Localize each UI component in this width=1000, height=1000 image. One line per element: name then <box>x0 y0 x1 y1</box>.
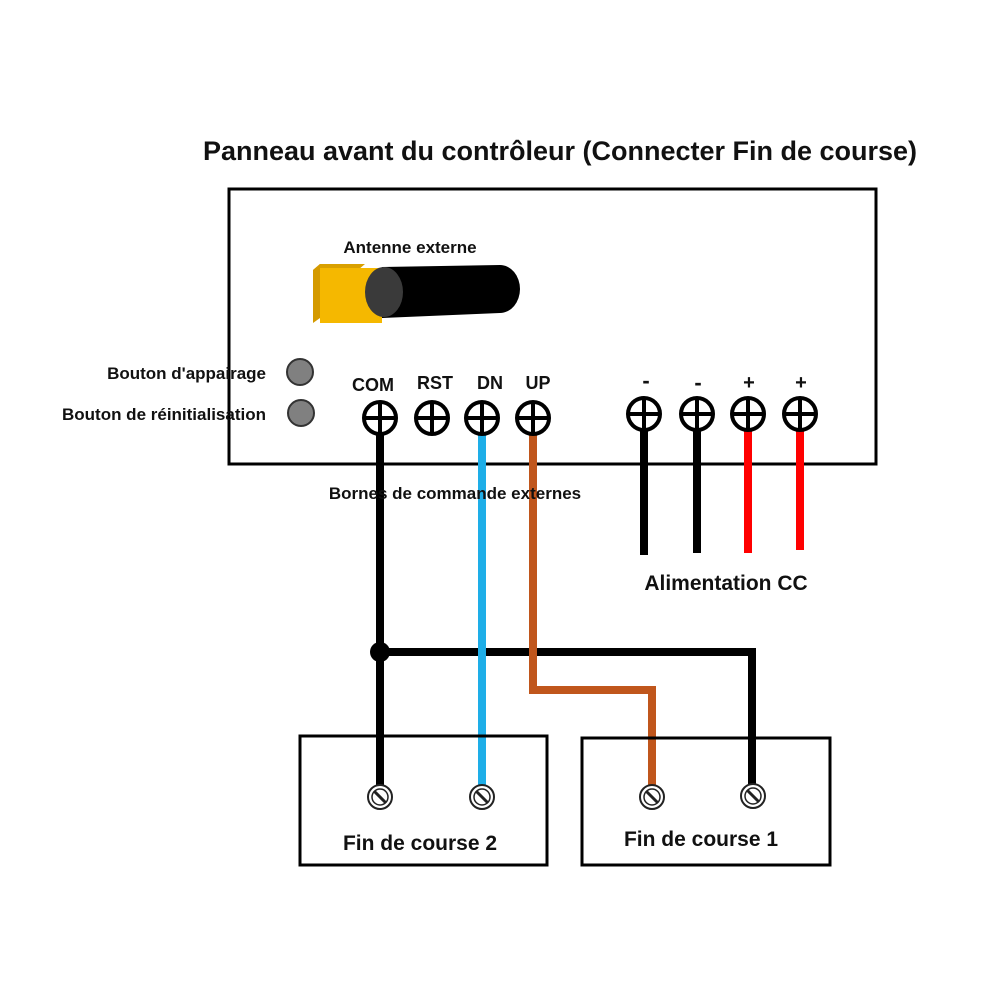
controller-panel <box>227 187 878 466</box>
power-supply-label: Alimentation CC <box>644 572 807 595</box>
terminal-rst-icon[interactable] <box>414 400 450 436</box>
antenna-icon <box>313 264 520 323</box>
diagram-title: Panneau avant du contrôleur (Connecter F… <box>203 136 917 166</box>
pairing-button-label: Bouton d'appairage <box>107 364 266 383</box>
wire-junction <box>370 642 390 662</box>
power-terminal-neg-1-icon[interactable] <box>626 396 662 432</box>
antenna-cap <box>365 267 403 317</box>
limit-switch-1-label: Fin de course 1 <box>624 828 778 851</box>
limit-switch-2-label: Fin de course 2 <box>343 832 497 855</box>
power-label-pos-2: + <box>795 372 807 394</box>
screw-terminal-icon[interactable] <box>740 783 766 809</box>
terminal-label-up: UP <box>525 373 550 393</box>
power-terminal-pos-1-icon[interactable] <box>730 396 766 432</box>
power-label-neg-1: - <box>642 368 649 393</box>
terminal-label-rst: RST <box>417 373 453 393</box>
screw-terminal-icon[interactable] <box>639 784 665 810</box>
antenna-label: Antenne externe <box>343 238 476 257</box>
power-terminal-pos-2-icon[interactable] <box>782 396 818 432</box>
reset-button-label: Bouton de réinitialisation <box>62 405 266 424</box>
terminal-up-icon[interactable] <box>515 400 551 436</box>
pairing-button[interactable] <box>286 358 314 386</box>
power-terminal-neg-2-icon[interactable] <box>679 396 715 432</box>
power-label-pos-1: + <box>743 372 755 394</box>
reset-button[interactable] <box>287 399 315 427</box>
wires <box>370 428 804 790</box>
wire-com-branch <box>380 648 756 788</box>
control-terminals-label: Bornes de commande externes <box>329 484 581 503</box>
terminal-com-icon[interactable] <box>362 400 398 436</box>
terminal-dn-icon[interactable] <box>464 400 500 436</box>
limit-switch-2-box <box>298 734 549 867</box>
screw-terminal-icon[interactable] <box>367 784 393 810</box>
limit-switch-1: Fin de course 1 <box>580 736 832 867</box>
limit-switch-1-box <box>580 736 832 867</box>
screw-terminal-icon[interactable] <box>469 784 495 810</box>
terminal-label-com: COM <box>352 375 394 395</box>
power-label-neg-2: - <box>694 370 701 395</box>
limit-switch-2: Fin de course 2 <box>298 734 549 867</box>
terminal-label-dn: DN <box>477 373 503 393</box>
